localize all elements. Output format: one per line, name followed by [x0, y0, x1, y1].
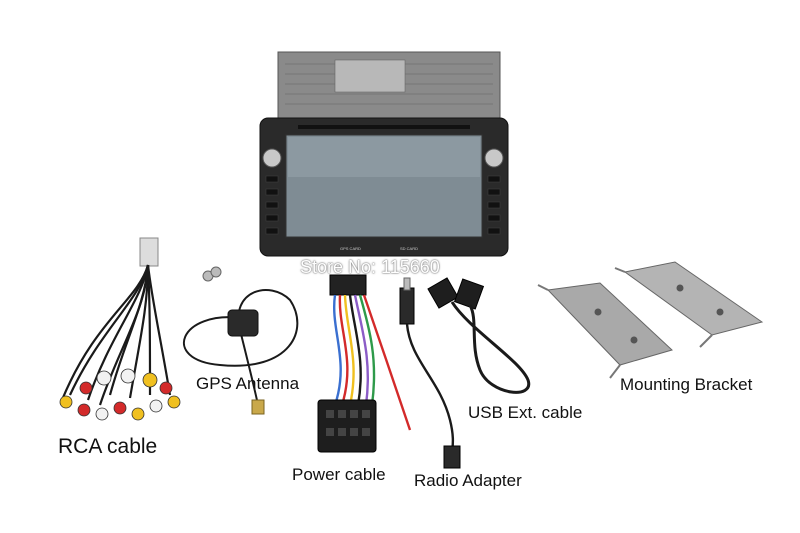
rca-cable-label: RCA cable [58, 435, 158, 458]
power-cable-label: Power cable [292, 465, 386, 484]
radio-plug [399, 287, 415, 325]
tune-knob [484, 148, 504, 168]
store-watermark: Store No: 115660 [300, 257, 440, 277]
chassis-label [334, 59, 406, 93]
gps-antenna [182, 289, 299, 415]
gps-antenna-puck [227, 309, 259, 337]
bracket-right [623, 261, 764, 336]
usb-cable [427, 277, 531, 394]
radio-adapter-label: Radio Adapter [414, 471, 522, 490]
power-cable [317, 274, 412, 453]
volume-knob [262, 148, 282, 168]
usb-cable-label: USB Ext. cable [468, 403, 583, 422]
mounting-bracket-label: Mounting Bracket [620, 375, 753, 394]
radio-jack [443, 445, 461, 469]
power-connector-top [329, 274, 367, 296]
head-unit: GPS CARD SD CARD [259, 51, 509, 257]
bracket-left [546, 282, 673, 366]
gps-connector [251, 399, 265, 415]
screen-reflection [288, 137, 480, 177]
sd-card-label: SD CARD [400, 246, 418, 251]
mounting-bracket [537, 261, 764, 379]
gps-card-label: GPS CARD [340, 246, 361, 251]
usb-plug-a [427, 277, 459, 309]
screws [202, 266, 222, 282]
gps-antenna-label: GPS Antenna [196, 374, 300, 393]
radio-adapter [399, 277, 461, 469]
rca-connector-block [139, 237, 159, 267]
cd-slot [298, 125, 470, 129]
power-connector-bottom [317, 399, 377, 453]
usb-plug-b [453, 278, 485, 310]
rca-cable [59, 237, 181, 421]
